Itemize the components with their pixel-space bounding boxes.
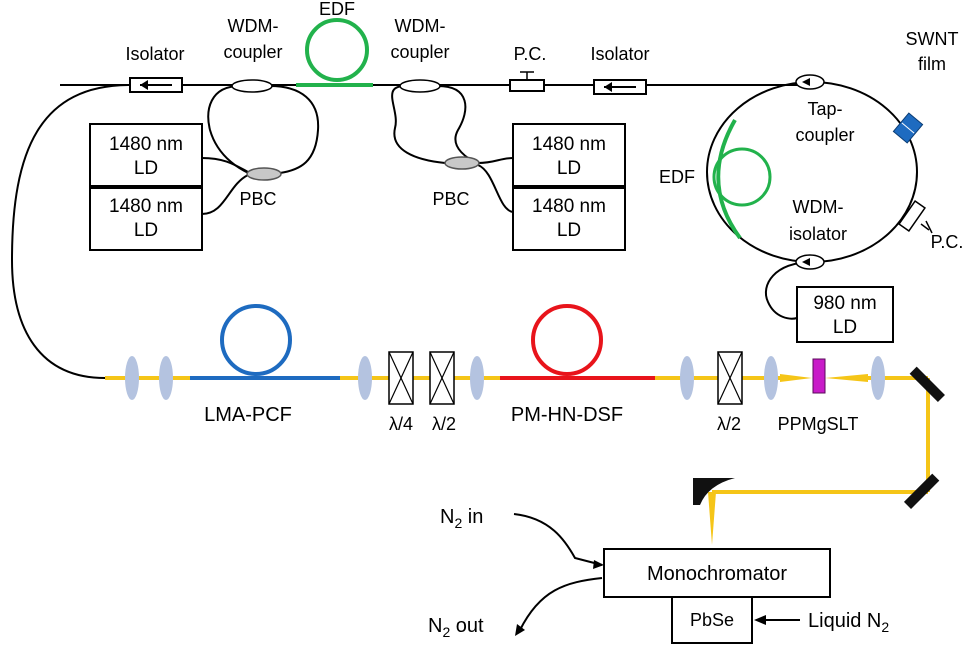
monochromator-box [603,548,831,598]
left-ld1-fiber [201,157,249,173]
polarization-controller-top [509,71,545,92]
polarization-controller-ring [898,200,933,234]
quarter-wave-label: λ/4 [389,414,413,434]
wdm-left-label-1: WDM- [228,16,279,36]
pbc-left [246,167,282,181]
half-wave-1-label: λ/2 [432,414,456,434]
edf-top-coil [296,18,373,87]
ld-right-2: 1480 nm LD [512,187,626,251]
ld-right-1-line1: 1480 nm [532,134,606,155]
delivery-fiber [10,84,131,379]
isolator-right-label: Isolator [590,44,649,64]
tap-coupler-symbol [795,74,825,90]
right-ld2-fiber [477,164,514,213]
mirror-2 [903,473,940,509]
isolator-left-label: Isolator [125,44,184,64]
wdm-coupler-left [231,79,273,93]
n2-in-label: N2 in [440,506,483,531]
ld-left-1: 1480 nm LD [89,123,203,187]
liquid-n2-label: Liquid N2 [808,610,889,635]
half-waveplate-1 [429,351,455,405]
pbc-left-label: PBC [239,189,276,209]
tap-coupler-label-2: coupler [795,125,854,145]
swnt-label-1: SWNT [906,29,959,49]
ppmgslt-crystal [812,358,826,394]
left-wdm-branch [207,85,250,175]
ld-980-line1: 980 nm [813,293,876,314]
ld-980-line2: LD [833,317,857,338]
wdm-left-label-2: coupler [223,42,282,62]
wdm-right-label-1: WDM- [395,16,446,36]
ld-right-2-line1: 1480 nm [532,196,606,217]
ld-left-2: 1480 nm LD [89,187,203,251]
ld-left-2-line2: LD [134,220,158,241]
edf-top-label: EDF [319,0,355,19]
quarter-waveplate [388,351,414,405]
ppmgslt-label: PPMgSLT [778,414,859,434]
swnt-label-2: film [918,54,946,74]
labels: Isolator WDM- coupler EDF WDM- coupler P… [125,0,963,640]
right-wdm-branch [391,85,446,164]
pbse-box [671,596,753,644]
lenses [125,356,885,400]
ld-left-1-line1: 1480 nm [109,134,183,155]
right-wdm-branch-2 [437,85,479,164]
lma-pcf-coil [190,304,340,380]
pm-hn-dsf-coil [500,304,655,380]
monochromator-label: Monochromator [647,563,787,585]
wdm-isolator-symbol [795,254,825,270]
isolator-left [129,77,183,93]
lma-pcf-label: LMA-PCF [204,404,292,426]
pc-ring-label: P.C. [931,232,964,252]
ld-980: 980 nm LD [796,286,894,343]
right-ld1-fiber [477,157,514,164]
wdm-right-label-2: coupler [390,42,449,62]
ld-left-2-line1: 1480 nm [109,196,183,217]
edf-ring-label: EDF [659,167,695,187]
pbc-right [444,156,480,170]
isolator-right [593,79,647,95]
left-ld2-fiber [201,174,249,215]
wdm-isolator-label-2: isolator [789,224,847,244]
half-wave-2-label: λ/2 [717,414,741,434]
swnt-film [892,112,924,144]
n2-out-arrow [519,577,603,631]
left-wdm-branch-2 [269,85,320,174]
pm-hn-dsf-label: PM-HN-DSF [511,404,623,426]
ld-left-1-line2: LD [134,158,158,179]
mirror-1 [909,366,945,403]
n2-out-label: N2 out [428,615,484,640]
pc-top-label: P.C. [514,44,547,64]
pbse-label: PbSe [690,610,734,630]
tap-coupler-label-1: Tap- [807,99,842,119]
beam-path [105,374,930,545]
ld-right-1: 1480 nm LD [512,123,626,187]
n2-in-arrow [513,513,603,566]
wdm-isolator-label-1: WDM- [793,197,844,217]
parabolic-mirror [693,478,735,505]
pbc-right-label: PBC [432,189,469,209]
ld-right-2-line2: LD [557,220,581,241]
ld-right-1-line2: LD [557,158,581,179]
wdm-coupler-right [399,79,441,93]
edf-ring-coil [712,119,772,240]
ld980-fiber [764,261,813,320]
half-waveplate-2 [717,351,743,405]
